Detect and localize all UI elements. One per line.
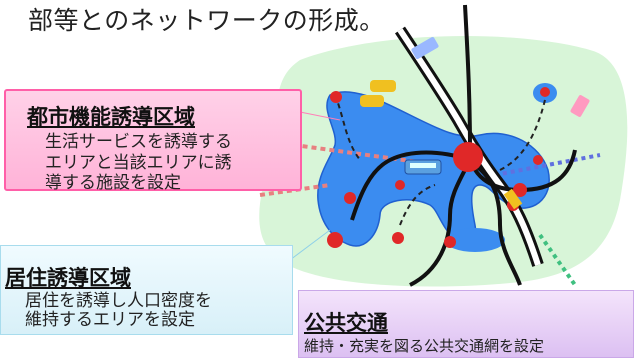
hub (444, 236, 456, 248)
top-text: 部等とのネットワークの形成。 (28, 6, 385, 35)
car-icon (370, 80, 396, 92)
main-route (409, 159, 472, 287)
main-route (473, 163, 522, 286)
connector-line (299, 111, 341, 121)
residential-desc-line2: 維持するエリアを設定 (25, 309, 195, 330)
public-transport-desc: 維持・充実を図る公共交通網を設定 (304, 337, 545, 355)
hub (540, 87, 550, 97)
bus-icon (411, 37, 439, 59)
route-black-dashed (399, 184, 436, 226)
urban-function-callout: 都市機能誘導区域 生活サービスを誘導する エリアと当該エリアに誘 導する施設を設… (4, 89, 302, 194)
hub (395, 180, 405, 190)
route-green-dotted (538, 233, 577, 287)
hub-main (453, 142, 483, 172)
route-black-dashed (334, 94, 361, 161)
public-transport-title: 公共交通 (304, 311, 388, 335)
public-transport-callout: 公共交通 維持・充実を図る公共交通網を設定 (298, 290, 634, 358)
bus-window-icon (410, 163, 436, 168)
hub (392, 232, 404, 244)
tram-icon (503, 188, 523, 210)
hub (533, 155, 543, 165)
urban-function-desc-line2: エリアと当該エリアに誘 (45, 152, 232, 173)
route-blue-dotted (494, 153, 601, 177)
main-route (350, 150, 471, 221)
urban-function-desc-line1: 生活サービスを誘導する (45, 132, 232, 152)
hub (344, 192, 356, 204)
main-route (463, 4, 577, 193)
car-icon (360, 95, 384, 107)
route-red-dotted (259, 183, 331, 197)
hub (330, 91, 342, 103)
route-black-dashed (499, 99, 546, 171)
urban-function-title: 都市機能誘導区域 (27, 105, 195, 129)
connector-line (289, 229, 331, 261)
hub (327, 232, 343, 248)
urban-function-desc-line3: 導する施設を設定 (45, 173, 181, 194)
induction-zone (445, 228, 505, 252)
residential-callout: 居住誘導区域 居住を誘導し人口密度を 維持するエリアを設定 (0, 245, 293, 335)
hub (513, 183, 527, 197)
residential-title: 居住誘導区域 (5, 266, 131, 290)
residential-desc-line1: 居住を誘導し人口密度を (25, 291, 212, 311)
bus-icon (570, 95, 590, 117)
